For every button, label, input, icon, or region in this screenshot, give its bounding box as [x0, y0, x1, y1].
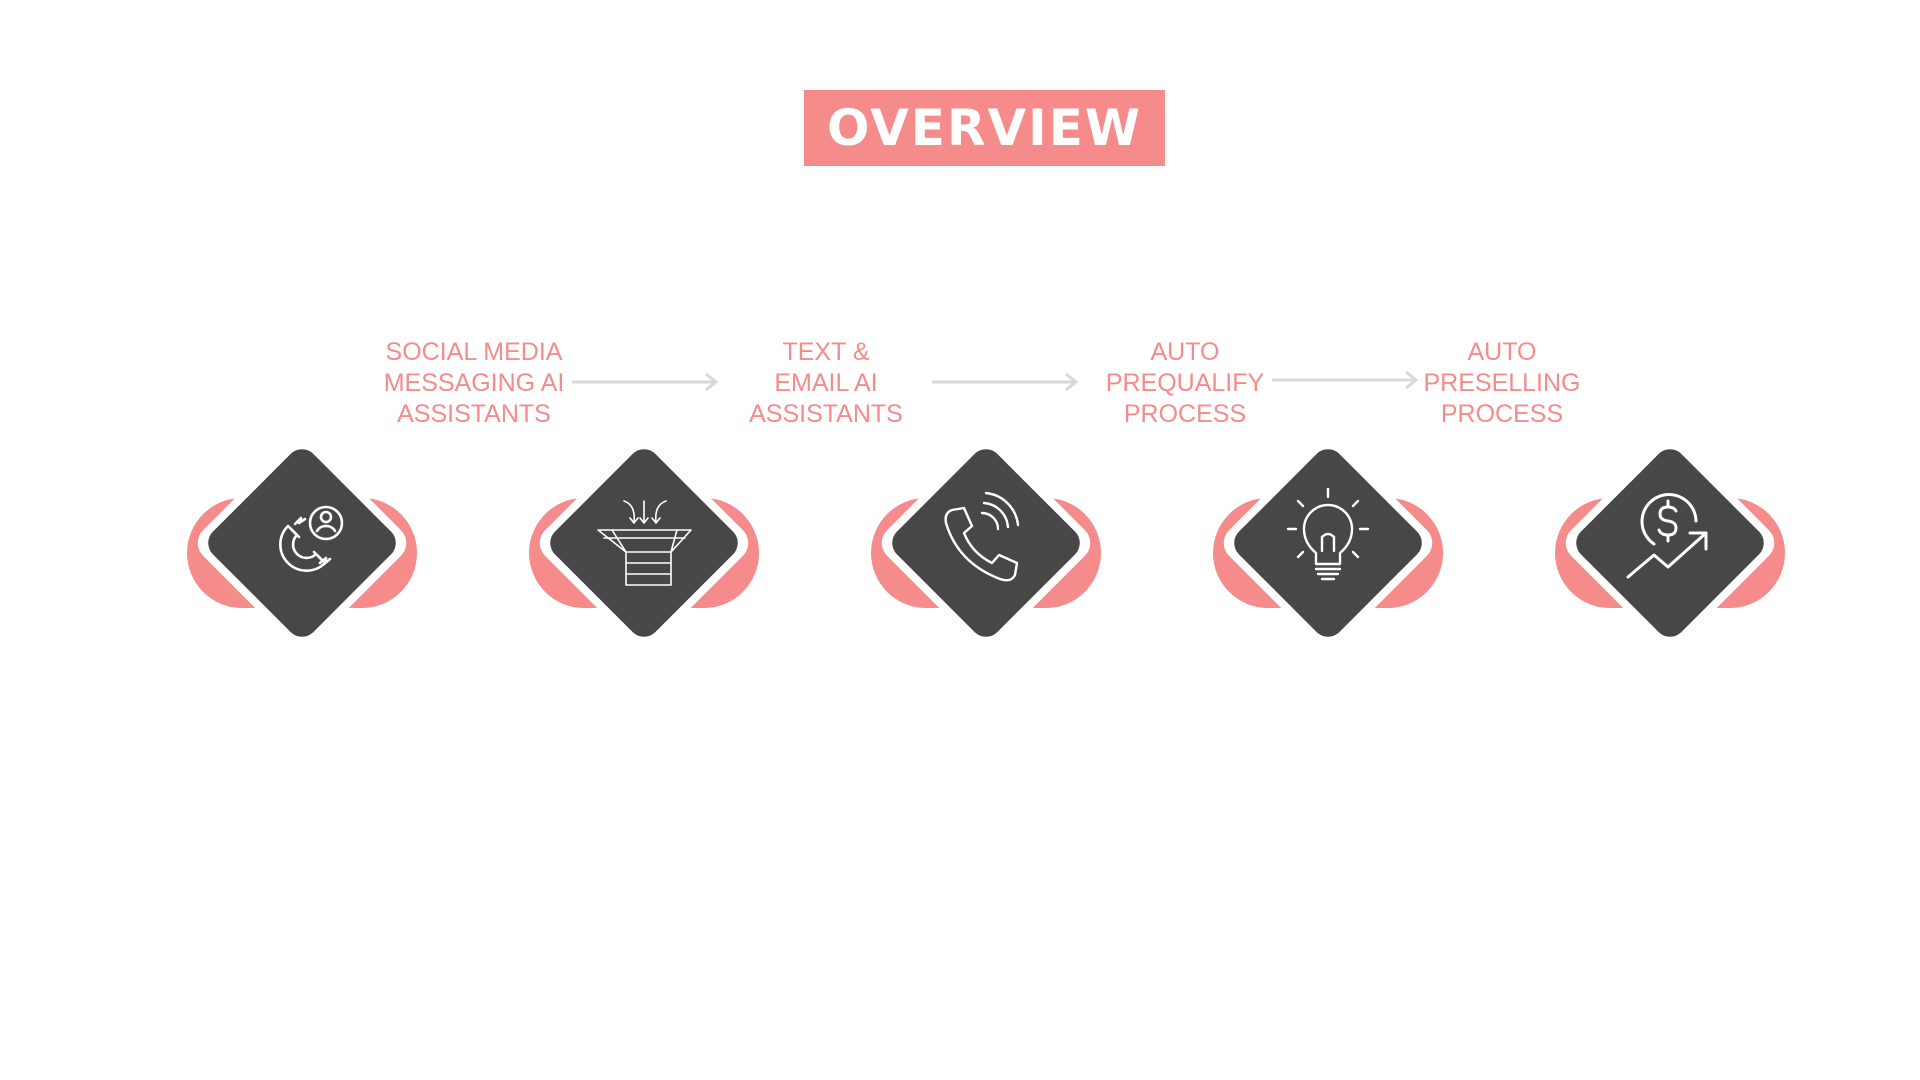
step-label-prequalify: AUTO PREQUALIFY PROCESS	[1065, 337, 1305, 430]
label-line: ASSISTANTS	[749, 400, 903, 428]
arrow-right-icon	[932, 372, 1079, 392]
step-node-preselling	[1550, 413, 1790, 673]
arrow-right-icon	[572, 372, 719, 392]
funnel-icon	[597, 500, 692, 586]
step-node-text-email	[524, 413, 764, 673]
title-banner: OVERVIEW	[804, 90, 1165, 166]
label-line: TEXT &	[782, 338, 870, 366]
step-label-social-media: SOCIAL MEDIA MESSAGING AI ASSISTANTS	[354, 337, 594, 430]
step-node-phone	[866, 413, 1106, 673]
label-line: PROCESS	[1440, 400, 1564, 428]
label-line: ASSISTANTS	[397, 400, 551, 428]
step-node-social-media	[182, 413, 422, 673]
label-line: AUTO	[1150, 338, 1220, 366]
phone-call-icon	[944, 491, 1020, 582]
label-line: PROCESS	[1123, 400, 1247, 428]
dollar-growth-icon	[1626, 493, 1708, 579]
label-line: MESSAGING AI	[383, 369, 565, 397]
label-line: PRESELLING	[1423, 369, 1581, 397]
magnet-person-icon	[279, 505, 344, 572]
page-title: OVERVIEW	[826, 99, 1143, 157]
label-line: SOCIAL MEDIA	[385, 338, 563, 366]
lightbulb-icon	[1286, 487, 1370, 581]
step-label-text-email: TEXT & EMAIL AI ASSISTANTS	[706, 337, 946, 430]
label-line: PREQUALIFY	[1105, 369, 1265, 397]
label-line: EMAIL AI	[774, 369, 878, 397]
arrow-right-icon	[1272, 370, 1419, 390]
label-line: AUTO	[1467, 338, 1537, 366]
step-node-prequalify	[1208, 413, 1448, 673]
step-label-preselling: AUTO PRESELLING PROCESS	[1382, 337, 1622, 430]
